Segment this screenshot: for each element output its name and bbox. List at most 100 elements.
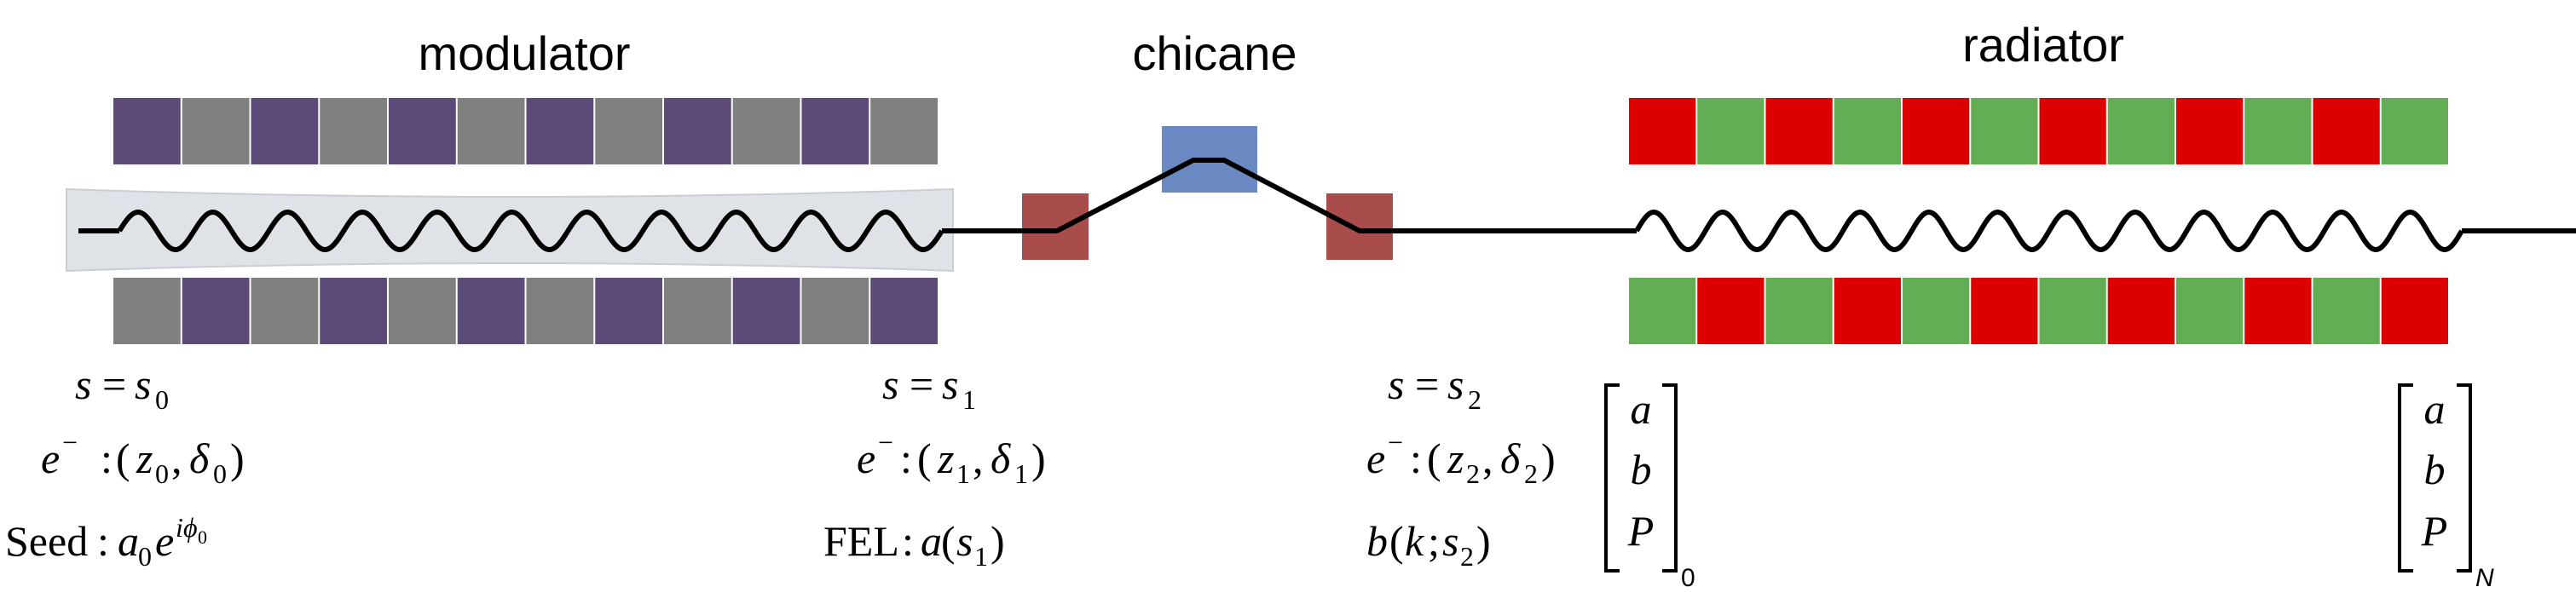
modulator-top-magnet-11 [870, 98, 938, 164]
svg-text:e: e [857, 434, 875, 482]
svg-text::: : [97, 517, 109, 565]
matrix-0-entry-a: a [1631, 385, 1652, 433]
radiator-top-magnet-8 [2176, 98, 2244, 164]
svg-text:=: = [102, 360, 126, 408]
modulator-top-magnet-9 [732, 98, 800, 164]
svg-text:): ) [991, 517, 1005, 565]
svg-text:(: ( [116, 434, 130, 482]
svg-text:s: s [135, 360, 151, 408]
beam-shade [66, 187, 954, 273]
position-label-s2: s = s 2 [1388, 360, 1481, 415]
radiator-top-magnet-4 [1903, 98, 1970, 164]
matrix-0-entry-P: P [1627, 507, 1655, 555]
modulator-bottom-magnet-7 [595, 278, 662, 344]
chicane-dipole-1 [1022, 193, 1089, 260]
svg-text:e: e [41, 434, 60, 482]
svg-text::: : [1410, 434, 1422, 482]
modulator-top-magnet-6 [526, 98, 594, 164]
radiator-bottom-magnet-4 [1903, 278, 1970, 344]
radiator-top-magnets [1629, 98, 2448, 164]
svg-text:k: k [1405, 517, 1424, 565]
svg-text:−: − [62, 427, 78, 458]
svg-text:=: = [1415, 360, 1439, 408]
svg-text:(: ( [1389, 517, 1404, 565]
radiator-top-magnet-2 [1765, 98, 1833, 164]
svg-text:s: s [882, 360, 898, 408]
modulator-top-magnets [113, 98, 938, 164]
svg-text:a: a [118, 517, 139, 565]
svg-text:,: , [973, 434, 984, 482]
svg-text::: : [101, 434, 113, 482]
modulator-top-magnet-3 [320, 98, 387, 164]
matrix-0-subscript: 0 [1681, 564, 1695, 592]
svg-text:0: 0 [198, 527, 207, 548]
svg-text:,: , [1482, 434, 1493, 482]
svg-text::: : [902, 517, 914, 565]
svg-text:): ) [1031, 434, 1046, 482]
svg-text:2: 2 [1524, 458, 1538, 489]
modulator-bottom-magnet-5 [457, 278, 525, 344]
svg-text:FEL: FEL [823, 517, 899, 565]
modulator-top-magnet-2 [251, 98, 319, 164]
modulator-bottom-magnet-2 [251, 278, 319, 344]
matrix-N-entry-b: b [2424, 446, 2446, 493]
svg-text:1: 1 [1014, 458, 1028, 489]
svg-text:b: b [1366, 517, 1388, 565]
radiator-bottom-magnet-5 [1971, 278, 2038, 344]
svg-text:s: s [956, 517, 973, 565]
radiator-top-magnet-0 [1629, 98, 1696, 164]
svg-text:1: 1 [956, 458, 970, 489]
chicane-dipole-3 [1326, 193, 1393, 260]
position-label-s1: s = s 1 [882, 360, 976, 415]
radiator-top-magnet-10 [2313, 98, 2380, 164]
electron-trajectory [78, 158, 2576, 252]
modulator-bottom-magnet-1 [182, 278, 250, 344]
svg-text:−: − [878, 427, 893, 458]
radiator-bottom-magnet-3 [1834, 278, 1901, 344]
radiator-top-magnet-11 [2381, 98, 2448, 164]
matrix-0: a b P 0 [1604, 383, 1695, 592]
modulator-top-magnet-8 [664, 98, 731, 164]
radiator-bottom-magnet-2 [1765, 278, 1833, 344]
svg-text:z: z [937, 434, 954, 482]
seed-label: Seed : a 0 e i ϕ 0 [5, 512, 207, 572]
modulator-bottom-magnet-0 [113, 278, 181, 344]
b-label: b ( k ; s 2 ) [1366, 517, 1491, 572]
modulator-bottom-magnet-9 [732, 278, 800, 344]
matrix-0-entry-b: b [1631, 446, 1652, 493]
svg-text:ϕ: ϕ [183, 512, 198, 543]
radiator-bottom-magnet-7 [2107, 278, 2175, 344]
svg-text:(: ( [941, 517, 956, 565]
modulator-bottom-magnets [113, 278, 938, 344]
svg-text:0: 0 [213, 458, 227, 489]
svg-text:δ: δ [1500, 434, 1521, 482]
svg-text:2: 2 [1460, 541, 1474, 572]
svg-text:;: ; [1428, 517, 1440, 565]
radiator-bottom-magnet-10 [2313, 278, 2380, 344]
fel-label: FEL : a ( s 1 ) [823, 517, 1005, 572]
svg-text:−: − [1388, 427, 1403, 458]
svg-text:δ: δ [189, 434, 210, 482]
radiator-title: radiator [1962, 18, 2124, 72]
svg-text:s: s [75, 360, 91, 408]
svg-text:,: , [171, 434, 182, 482]
svg-text:0: 0 [155, 384, 169, 415]
radiator-top-magnet-3 [1834, 98, 1901, 164]
svg-text:s: s [942, 360, 958, 408]
electron-coords-0: e − : ( z 0 , δ 0 ) [41, 427, 245, 489]
radiator-bottom-magnet-11 [2381, 278, 2448, 344]
matrix-N-subscript: N [2475, 564, 2494, 592]
svg-text:0: 0 [155, 458, 169, 489]
svg-text:e: e [155, 517, 174, 565]
svg-text:s: s [1447, 360, 1464, 408]
modulator-top-magnet-10 [801, 98, 869, 164]
position-label-s0: s = s 0 [75, 360, 169, 415]
svg-text:(: ( [917, 434, 932, 482]
radiator-bottom-magnets [1629, 278, 2448, 344]
modulator-top-magnet-5 [457, 98, 525, 164]
radiator-top-magnet-1 [1697, 98, 1765, 164]
svg-text::: : [900, 434, 912, 482]
modulator-top-magnet-0 [113, 98, 181, 164]
